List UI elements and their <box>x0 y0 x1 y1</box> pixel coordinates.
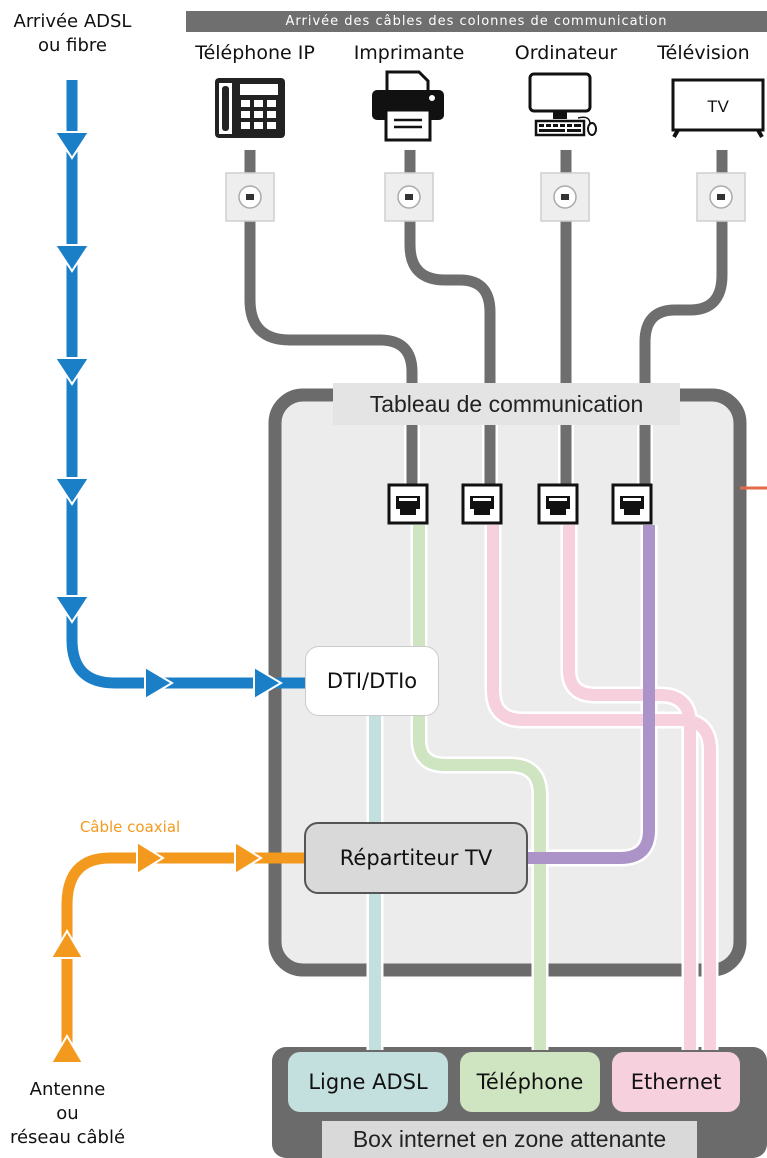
ip-phone-icon <box>215 78 285 138</box>
device-label-computer: Ordinateur <box>514 42 618 64</box>
wall-outlet <box>696 172 746 222</box>
antenna-line-1: Antenne <box>29 1079 106 1100</box>
printer-icon <box>372 70 444 142</box>
antenna-line-2: ou <box>56 1103 79 1124</box>
phone-port: Téléphone <box>460 1052 600 1112</box>
dti-box: DTI/DTIo <box>305 646 439 716</box>
ethernet-cable-2 <box>563 525 696 1050</box>
rj45-jack <box>461 483 503 525</box>
adsl-port: Ligne ADSL <box>288 1052 448 1112</box>
tv-screen-text: TV <box>707 97 729 116</box>
coax-arrows <box>49 840 263 1064</box>
arrival-line-2: ou fibre <box>38 35 107 56</box>
communication-panel-title: Tableau de communication <box>333 383 680 425</box>
device-label-ip-phone: Téléphone IP <box>195 42 315 64</box>
phone-port-label: Téléphone <box>476 1070 584 1094</box>
tv-splitter-box: Répartiteur TV <box>304 822 528 894</box>
ethernet-port-label: Ethernet <box>630 1070 722 1094</box>
adsl-port-label: Ligne ADSL <box>308 1070 428 1094</box>
device-label-printer: Imprimante <box>353 42 465 64</box>
device-label-tv: Télévision <box>657 42 750 64</box>
phone-cable <box>413 525 546 1050</box>
adsl-fiber-arrival-label: Arrivée ADSL ou fibre <box>0 10 145 58</box>
computer-icon <box>528 72 597 137</box>
tv-splitter-label: Répartiteur TV <box>339 846 493 870</box>
rj45-jack <box>611 483 653 525</box>
internal-cables <box>366 525 719 1050</box>
internet-box-title: Box internet en zone attenante <box>322 1121 697 1158</box>
wall-outlet <box>384 172 434 222</box>
rj45-jack <box>387 483 429 525</box>
coax-cable-label: Câble coaxial <box>79 818 181 836</box>
rj45-jack <box>537 483 579 525</box>
ethernet-cable-1 <box>487 525 716 1050</box>
antenna-line-3: réseau câblé <box>9 1127 126 1148</box>
tv-icon: TV <box>671 78 765 138</box>
antenna-label: Antenne ou réseau câblé <box>0 1078 135 1150</box>
fiber-cable <box>66 80 305 689</box>
wall-outlet <box>225 172 275 222</box>
dti-label: DTI/DTIo <box>326 669 418 693</box>
coax-cable <box>61 852 305 1060</box>
tv-cable <box>528 525 655 864</box>
fiber-arrows <box>53 131 283 701</box>
gray-cables <box>242 150 730 484</box>
wall-outlet <box>540 172 590 222</box>
cable-arrival-banner: Arrivée des câbles des colonnes de commu… <box>186 11 767 32</box>
ethernet-port: Ethernet <box>612 1052 740 1112</box>
arrival-line-1: Arrivée ADSL <box>13 11 132 32</box>
